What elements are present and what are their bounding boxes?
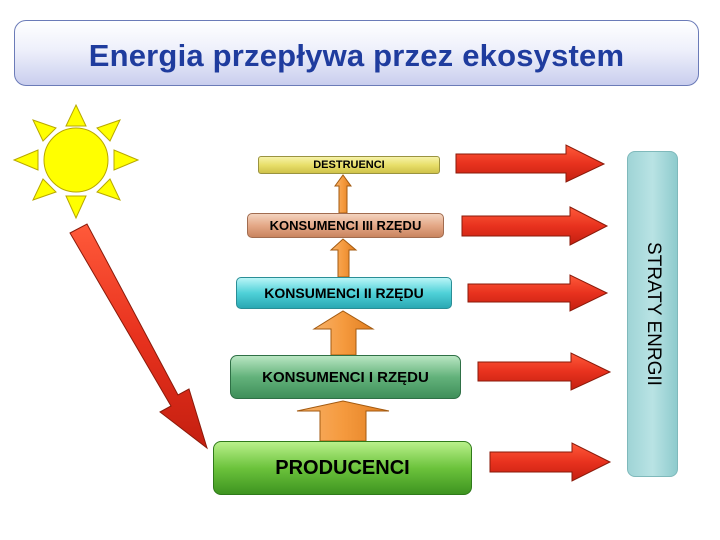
flow-arrow-k3-to-destruenci <box>334 174 352 214</box>
loss-arrow-k3 <box>461 206 609 246</box>
sun-icon <box>12 103 140 220</box>
flow-arrow-k2-to-k3 <box>329 238 358 278</box>
page-title: Energia przepływa przez ekosystem <box>88 38 625 73</box>
loss-arrow-destruenci <box>455 144 606 183</box>
title-banner: Energia przepływa przez ekosystem <box>14 20 699 86</box>
level-konsumenci-2: KONSUMENCI II RZĘDU <box>236 277 452 309</box>
level-producenci: PRODUCENCI <box>213 441 472 495</box>
level-konsumenci-1: KONSUMENCI I RZĘDU <box>230 355 461 399</box>
loss-arrow-k1 <box>477 352 612 391</box>
loss-arrow-k2 <box>467 274 609 312</box>
loss-arrow-producers <box>489 442 612 482</box>
energy-losses-label: STRATY ENRGII <box>642 242 664 386</box>
sun-to-producers-arrow <box>69 223 208 450</box>
level-destruenci: DESTRUENCI <box>258 156 440 174</box>
energy-losses-box: STRATY ENRGII <box>627 151 678 477</box>
flow-arrow-producers-to-k1 <box>296 400 390 442</box>
level-konsumenci-3: KONSUMENCI III RZĘDU <box>247 213 444 238</box>
flow-arrow-k1-to-k2 <box>312 310 375 356</box>
